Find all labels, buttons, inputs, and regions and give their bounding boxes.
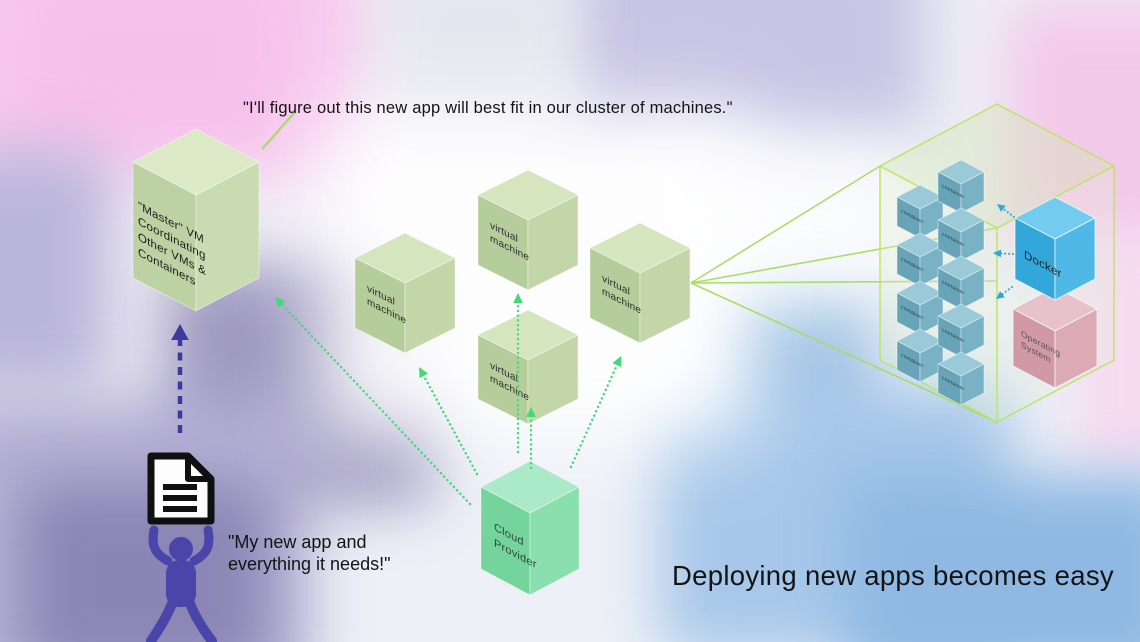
new-app-quote-line2: everything it needs!" bbox=[228, 554, 391, 574]
container-cube: container bbox=[896, 280, 944, 335]
container-cube: container bbox=[937, 255, 985, 310]
arrow-cloud-to-vm-right bbox=[569, 356, 622, 469]
person-icon bbox=[146, 525, 217, 642]
container-cube: container bbox=[896, 232, 944, 287]
docker-arrow-top bbox=[997, 204, 1015, 218]
container-cube: container bbox=[896, 184, 944, 239]
container-cube: container bbox=[937, 159, 985, 214]
arrow-cloud-to-vm-left bbox=[419, 367, 479, 476]
arrow-person-to-master bbox=[171, 324, 189, 433]
cluster-quote: "I'll figure out this new app will best … bbox=[243, 99, 733, 117]
container-cube: container bbox=[937, 351, 985, 406]
docker-cube: Docker bbox=[1013, 196, 1097, 301]
new-app-quote-line1: "My new app and bbox=[228, 532, 367, 552]
container-cube: container bbox=[937, 207, 985, 262]
container-cube: container bbox=[896, 328, 944, 383]
docker-arrow-bottom bbox=[996, 286, 1013, 299]
tagline: Deploying new apps becomes easy bbox=[672, 560, 1114, 591]
document-icon bbox=[147, 452, 215, 525]
quote-leader-line bbox=[261, 110, 297, 150]
arrow-cloud-to-vm-top bbox=[513, 293, 523, 454]
container-cube: container bbox=[937, 303, 985, 358]
arrow-cloud-to-master bbox=[275, 297, 472, 506]
new-app-quote: "My new app and everything it needs!" bbox=[228, 531, 390, 575]
docker-arrow-mid bbox=[993, 249, 1014, 258]
arrow-cloud-to-vm-bottom bbox=[526, 407, 536, 470]
